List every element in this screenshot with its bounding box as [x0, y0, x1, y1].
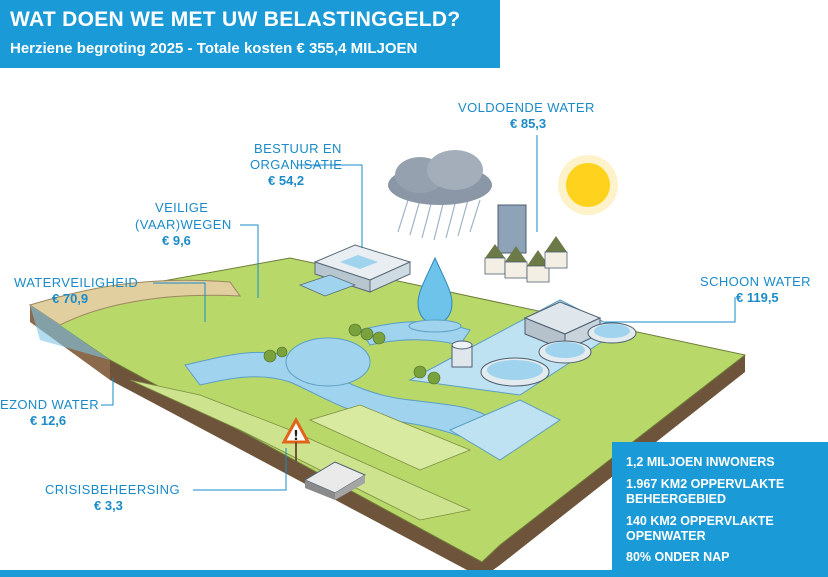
- label-veilige-wegen-line2: (VAAR)WEGEN: [135, 217, 232, 232]
- water-treatment-plant-icon: [451, 301, 637, 387]
- rain-cloud-icon: [388, 150, 492, 241]
- label-gezond-water: EZOND WATER: [0, 397, 100, 412]
- label-schoon-water: SCHOON WATER: [700, 274, 811, 289]
- value-veilige-wegen: € 9,6: [162, 233, 191, 248]
- label-voldoende-water: VOLDOENDE WATER: [458, 100, 595, 115]
- label-veilige-wegen-line1: VEILIGE: [155, 200, 209, 215]
- key-figures-box: 1,2 MILJOEN INWONERS 1.967 KM2 OPPERVLAK…: [612, 442, 828, 570]
- label-bestuur-line2: ORGANISATIE: [250, 157, 343, 172]
- label-waterveiligheid: WATERVEILIGHEID: [14, 275, 139, 290]
- value-bestuur: € 54,2: [268, 173, 305, 188]
- bottom-bar: [0, 570, 828, 577]
- stat-beheergebied-line1: 1.967 KM2 OPPERVLAKTE: [626, 477, 785, 491]
- value-voldoende-water: € 85,3: [510, 116, 547, 131]
- warning-sign-icon: !: [281, 416, 311, 462]
- svg-text:!: !: [293, 429, 299, 444]
- stat-openwater-line2: OPENWATER: [626, 529, 706, 543]
- header-banner: WAT DOEN WE MET UW BELASTINGGELD? Herzie…: [0, 0, 500, 68]
- water-drop-icon: [408, 256, 462, 333]
- page-title: WAT DOEN WE MET UW BELASTINGGELD?: [10, 8, 461, 31]
- stat-beheergebied-line2: BEHEERGEBIED: [626, 492, 727, 506]
- stat-openwater-line1: 140 KM2 OPPERVLAKTE: [626, 514, 774, 528]
- label-bestuur-line1: BESTUUR EN: [254, 141, 342, 156]
- stat-onder-nap: 80% ONDER NAP: [626, 550, 730, 564]
- value-gezond-water: € 12,6: [30, 413, 67, 428]
- office-building-icon: [298, 244, 412, 297]
- value-schoon-water: € 119,5: [736, 290, 779, 305]
- lake: [285, 337, 371, 387]
- label-crisisbeheersing: CRISISBEHEERSING: [45, 482, 180, 497]
- trees: [263, 323, 441, 385]
- houses-icon: [484, 204, 568, 283]
- stat-inwoners: 1,2 MILJOEN INWONERS: [626, 455, 775, 469]
- barn-icon: [303, 461, 367, 500]
- sun-icon: [558, 155, 618, 215]
- page-subtitle: Herziene begroting 2025 - Totale kosten …: [10, 40, 418, 57]
- value-waterveiligheid: € 70,9: [52, 291, 89, 306]
- value-crisisbeheersing: € 3,3: [94, 498, 123, 513]
